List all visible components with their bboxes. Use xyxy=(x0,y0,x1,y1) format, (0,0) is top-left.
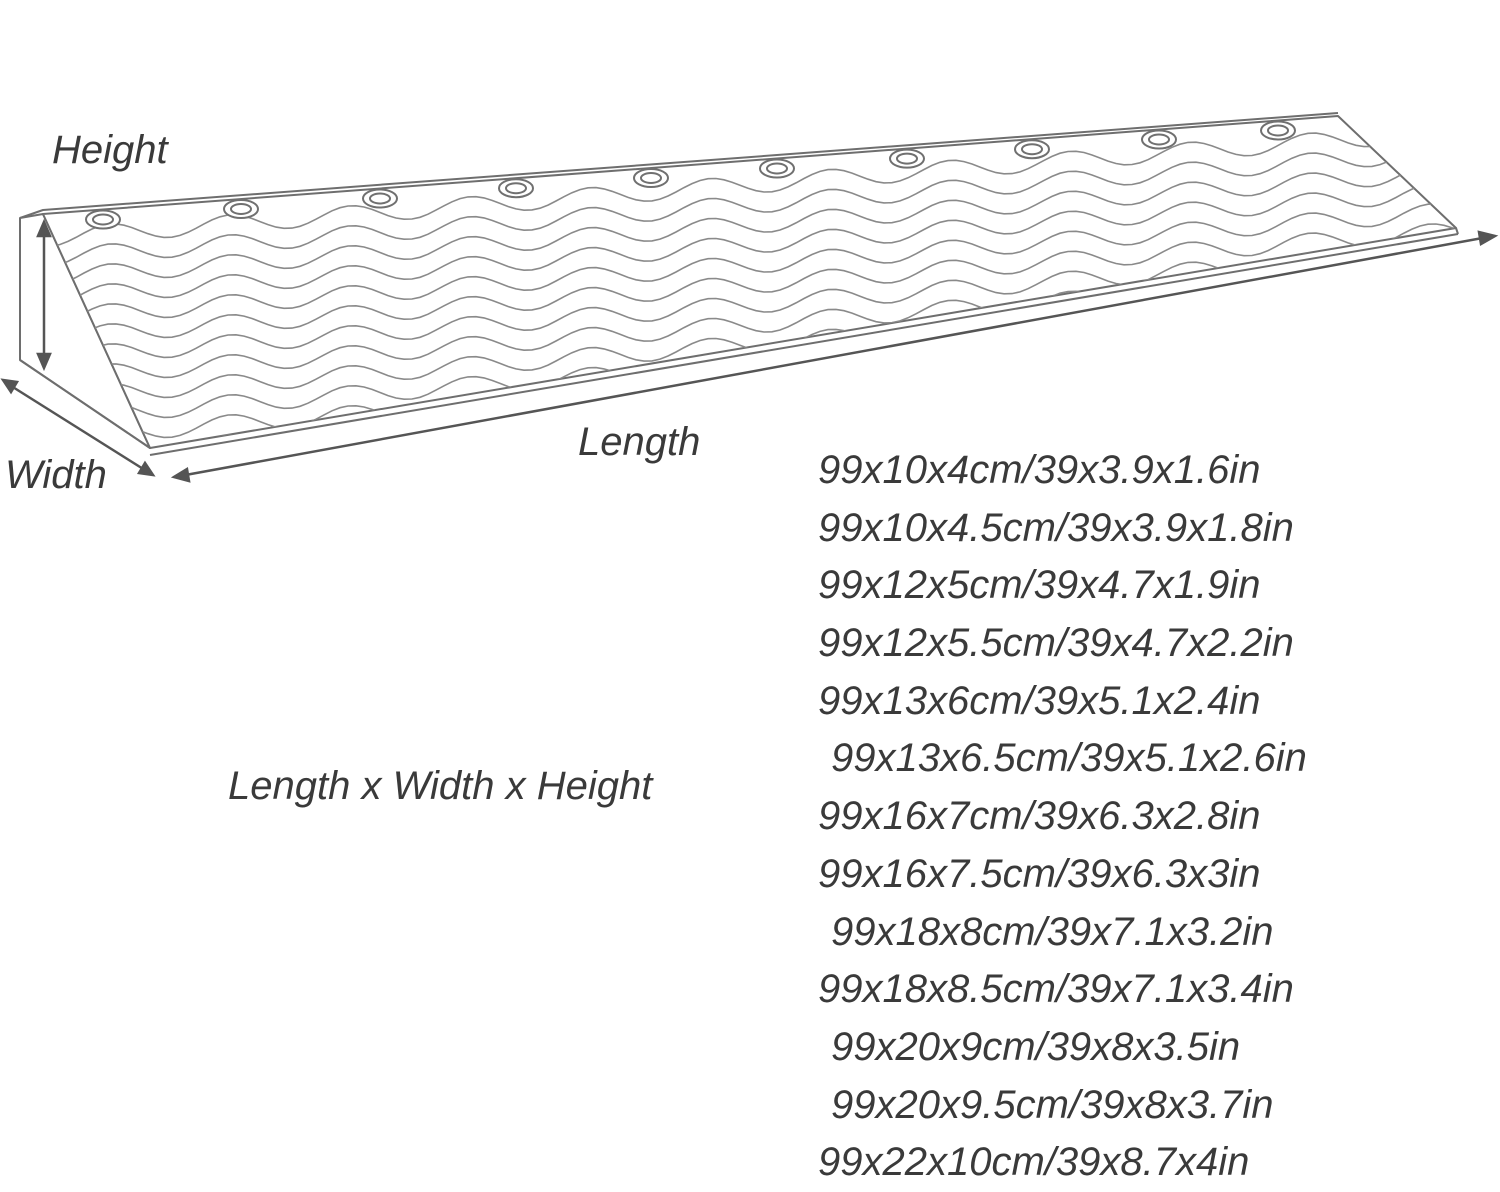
length-label: Length xyxy=(578,420,701,464)
ramp-body xyxy=(19,112,1459,456)
size-list: 99x10x4cm/39x3.9x1.6in 99x10x4.5cm/39x3.… xyxy=(818,442,1307,1192)
ramp-illustration xyxy=(0,112,1499,483)
dimension-formula-label: Length x Width x Height xyxy=(228,764,653,808)
width-label: Width xyxy=(5,453,107,497)
size-item: 99x20x9cm/39x8x3.5in xyxy=(831,1024,1241,1069)
bolt-hole-inner xyxy=(640,172,662,184)
bolt-hole-inner xyxy=(369,192,391,205)
size-item: 99x18x8.5cm/39x7.1x3.4in xyxy=(818,967,1294,1012)
bolt-hole-inner xyxy=(896,152,918,165)
height-label: Height xyxy=(52,128,168,172)
bolt-hole-inner xyxy=(766,162,788,175)
bolt-hole-inner xyxy=(1021,143,1043,156)
wave-line xyxy=(43,223,1456,348)
bolt-hole-inner xyxy=(92,213,114,226)
size-item: 99x22x10cm/39x8.7x4in xyxy=(818,1140,1250,1185)
wave-line xyxy=(43,163,1456,288)
size-item: 99x10x4.5cm/39x3.9x1.8in xyxy=(818,505,1294,550)
size-item: 99x12x5.5cm/39x4.7x2.2in xyxy=(818,621,1294,666)
bolt-holes xyxy=(85,120,1296,230)
bolt-hole-inner xyxy=(1267,124,1289,137)
bolt-hole-inner xyxy=(505,182,527,195)
size-item: 99x12x5cm/39x4.7x1.9in xyxy=(818,563,1261,608)
size-item: 99x16x7.5cm/39x6.3x3in xyxy=(818,851,1261,896)
size-item: 99x16x7cm/39x6.3x2.8in xyxy=(818,794,1261,839)
ramp-top-edge xyxy=(19,112,1339,219)
size-item: 99x13x6.5cm/39x5.1x2.6in xyxy=(831,736,1307,781)
wave-line xyxy=(43,183,1456,308)
bolt-hole-inner xyxy=(1148,133,1170,146)
wave-line xyxy=(43,143,1456,268)
size-item: 99x20x9.5cm/39x8x3.7in xyxy=(831,1082,1274,1127)
dimension-arrows xyxy=(0,218,1499,483)
height-arrow xyxy=(36,218,52,372)
bolt-hole-inner xyxy=(230,203,252,215)
size-item: 99x13x6cm/39x5.1x2.4in xyxy=(818,678,1261,723)
wave-line xyxy=(43,203,1456,328)
size-item: 99x10x4cm/39x3.9x1.6in xyxy=(818,448,1261,492)
length-arrow xyxy=(170,230,1499,483)
size-item: 99x18x8cm/39x7.1x3.2in xyxy=(831,909,1274,954)
width-arrow xyxy=(0,378,156,477)
